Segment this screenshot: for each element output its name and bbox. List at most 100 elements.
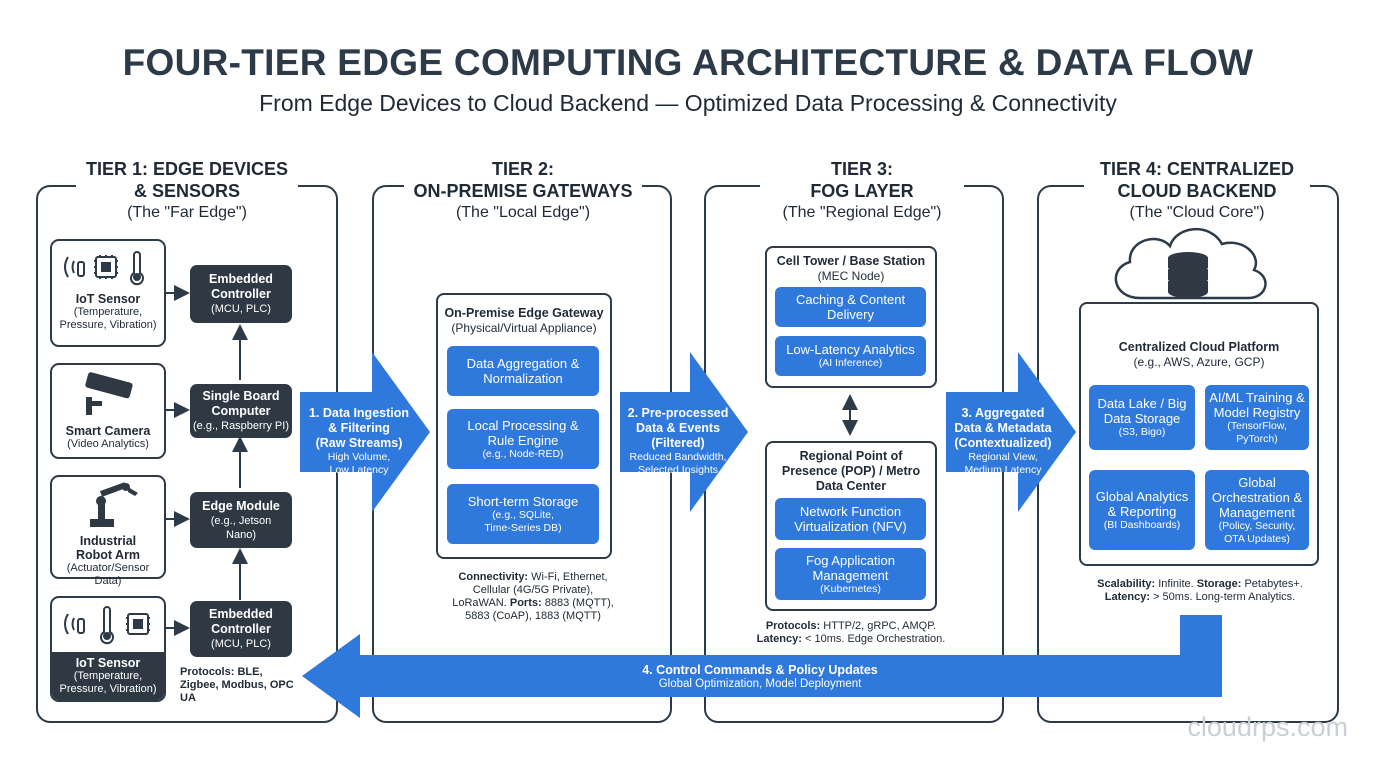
device3-desc1: (Actuator/Sensor Data) <box>66 562 150 587</box>
controller-sbc: Single Board Computer (e.g., Raspberry P… <box>190 384 292 438</box>
gateway-subtitle: (Physical/Virtual Appliance) <box>451 321 597 335</box>
ml-training-box: AI/ML Training & Model Registry (TensorF… <box>1205 385 1309 450</box>
tier4-subtitle: (The "Cloud Core") <box>1129 204 1265 221</box>
controller1-name: Embedded <box>209 272 273 286</box>
controller2-desc: (e.g., Raspberry PI) <box>193 420 289 432</box>
device-robot-arm: Industrial Robot Arm (Actuator/Sensor Da… <box>50 475 166 587</box>
cloud-database-icon <box>1114 227 1267 300</box>
gw-box1-name2: Normalization <box>483 371 563 386</box>
cloud-box2-desc: (TensorFlow, <box>1227 419 1287 432</box>
cell-title: Cell Tower / Base Station <box>776 254 926 268</box>
conn-label: Connectivity: <box>458 571 529 583</box>
tier1-header: TIER 1: EDGE DEVICES & SENSORS (The "Far… <box>76 158 298 224</box>
flow1-name: 1. Data Ingestion <box>308 406 410 420</box>
controller4-desc: (MCU, PLC) <box>211 638 271 650</box>
flow-arrow-1 <box>300 352 430 512</box>
cell-box1-name2: Delivery <box>827 307 874 322</box>
conn-text: Wi-Fi, Ethernet, Cellular (4G/5G Private… <box>452 571 608 609</box>
pop-box1-name2: Virtualization (NFV) <box>794 519 907 534</box>
cloud-box2-name2: Model Registry <box>1213 404 1301 420</box>
controller-embedded-2: Embedded Controller (MCU, PLC) <box>190 601 292 657</box>
gw-box2-name: Local Processing & <box>467 417 579 433</box>
ports-label: Ports: <box>509 597 542 609</box>
flow-arrow-2 <box>620 352 748 512</box>
device3-name2: Robot Arm <box>75 548 141 562</box>
cloud-box1-desc: (S3, Bigo) <box>1118 426 1166 438</box>
tier2-title: TIER 2: ON-PREMISE GATEWAYS <box>413 159 633 201</box>
device-iot-sensor-1: IoT Sensor (Temperature, Pressure, Vibra… <box>50 239 166 347</box>
cloud-box4-desc: (Policy, Security, <box>1218 519 1296 532</box>
gw-box2-desc: (e.g., Node-RED) <box>482 447 564 460</box>
device4-desc2: Pressure, Vibration) <box>59 683 157 695</box>
scal-text: Infinite. <box>1158 578 1194 590</box>
pop-header: Regional Point of Presence (POP) / Metro… <box>767 449 935 494</box>
controller4-name: Embedded <box>209 607 273 621</box>
flow3-label: 3. Aggregated Data & Metadata (Contextua… <box>944 406 1062 477</box>
tier3-title: TIER 3: FOG LAYER <box>810 159 914 201</box>
controller-embedded-1: Embedded Controller (MCU, PLC) <box>190 265 292 323</box>
cell-box1-name: Caching & Content <box>795 292 906 307</box>
cell-box2-desc: (AI Inference) <box>818 357 883 369</box>
tier1-title: TIER 1: EDGE DEVICES & SENSORS <box>85 159 289 201</box>
tier1-protocols: Protocols: BLE, Zigbee, Modbus, OPC UA <box>180 666 294 704</box>
camera-icon <box>85 372 133 415</box>
global-analytics-box: Global Analytics & Reporting (BI Dashboa… <box>1089 470 1195 550</box>
controller3-name: Edge Module <box>202 498 280 513</box>
tier2-connectivity-note: Connectivity: Wi-Fi, Ethernet, Cellular … <box>452 571 614 623</box>
device1-desc2: Pressure, Vibration) <box>59 319 157 331</box>
robot-arm-icon <box>90 482 138 527</box>
flow3-name: 3. Aggregated <box>961 406 1045 420</box>
cloud-box2-name: AI/ML Training & <box>1209 389 1305 405</box>
flow4-desc: Global Optimization, Model Deployment <box>658 678 862 690</box>
flow-arrow-4-return <box>302 615 1222 718</box>
flow2-name: 2. Pre-processed <box>627 406 729 420</box>
cell-subtitle: (MEC Node) <box>817 269 885 283</box>
gateway-title: On-Premise Edge Gateway <box>444 306 604 320</box>
pop-box1-name: Network Function <box>799 504 902 519</box>
tier4-header: TIER 4: CENTRALIZED CLOUD BACKEND (The "… <box>1084 158 1310 224</box>
caching-box: Caching & Content Delivery <box>775 287 926 327</box>
controller1-desc: (MCU, PLC) <box>211 303 271 315</box>
global-orchestration-box: Global Orchestration & Management (Polic… <box>1205 470 1309 550</box>
gw-box2-name2: Rule Engine <box>487 432 559 448</box>
device4-desc1: (Temperature, <box>73 670 143 682</box>
cloud-box2-desc2: PyTorch) <box>1236 432 1278 445</box>
data-lake-box: Data Lake / Big Data Storage (S3, Bigo) <box>1089 385 1195 450</box>
page-title: FOUR-TIER EDGE COMPUTING ARCHITECTURE & … <box>122 42 1254 83</box>
gateway-header: On-Premise Edge Gateway (Physical/Virtua… <box>438 306 610 336</box>
cloud-box3-name2: & Reporting <box>1107 503 1177 519</box>
flow1-desc: High Volume, <box>327 451 391 463</box>
flow2-name2: Data & Events <box>635 421 721 435</box>
cloud-box4-name3: Management <box>1219 504 1295 520</box>
flow1-desc2: Low Latency <box>329 464 389 476</box>
t3-protocols-text: HTTP/2, gRPC, AMQP. <box>823 620 937 632</box>
flow2-label: 2. Pre-processed Data & Events (Filtered… <box>620 406 736 477</box>
flow2-desc2: Selected Insights <box>638 464 718 476</box>
cloud-subtitle: (e.g., AWS, Azure, GCP) <box>1133 355 1265 369</box>
tier2-header: TIER 2: ON-PREMISE GATEWAYS (The "Local … <box>404 158 642 224</box>
t3-latency-label: Latency: <box>756 633 802 645</box>
pop-title2: Presence (POP) / Metro <box>781 464 921 478</box>
controller2-name2: Computer <box>211 404 271 418</box>
tier4-scalability-note: Scalability: Infinite. Storage: Petabyte… <box>1078 578 1322 604</box>
page-subtitle: From Edge Devices to Cloud Backend — Opt… <box>259 90 1117 116</box>
device4-name: IoT Sensor <box>75 656 141 670</box>
flow1-name3: (Raw Streams) <box>315 436 403 450</box>
pop-box2-name: Fog Application <box>806 552 895 568</box>
t3-protocols-label: Protocols: <box>765 620 821 632</box>
gateway-aggregation-box: Data Aggregation & Normalization <box>447 346 599 396</box>
storage-text: Petabytes+. <box>1244 578 1303 590</box>
tier4-title: TIER 4: CENTRALIZED CLOUD BACKEND <box>1099 159 1294 201</box>
cell-header: Cell Tower / Base Station (MEC Node) <box>767 254 935 284</box>
controller2-name: Single Board <box>202 389 280 403</box>
flow2-desc: Reduced Bandwidth, <box>629 451 727 463</box>
device4-label-band: IoT Sensor (Temperature, Pressure, Vibra… <box>52 652 164 700</box>
cloud-box1-name2: Data Storage <box>1103 411 1181 426</box>
nfv-box: Network Function Virtualization (NFV) <box>775 498 926 540</box>
device-smart-camera: Smart Camera (Video Analytics) <box>50 363 166 459</box>
t4-latency-label: Latency: <box>1104 591 1151 603</box>
flow-arrow-3 <box>946 352 1076 512</box>
t4-latency-text: > 50ms. Long-term Analytics. <box>1153 591 1296 603</box>
watermark: cloudrps.com <box>1187 712 1348 742</box>
